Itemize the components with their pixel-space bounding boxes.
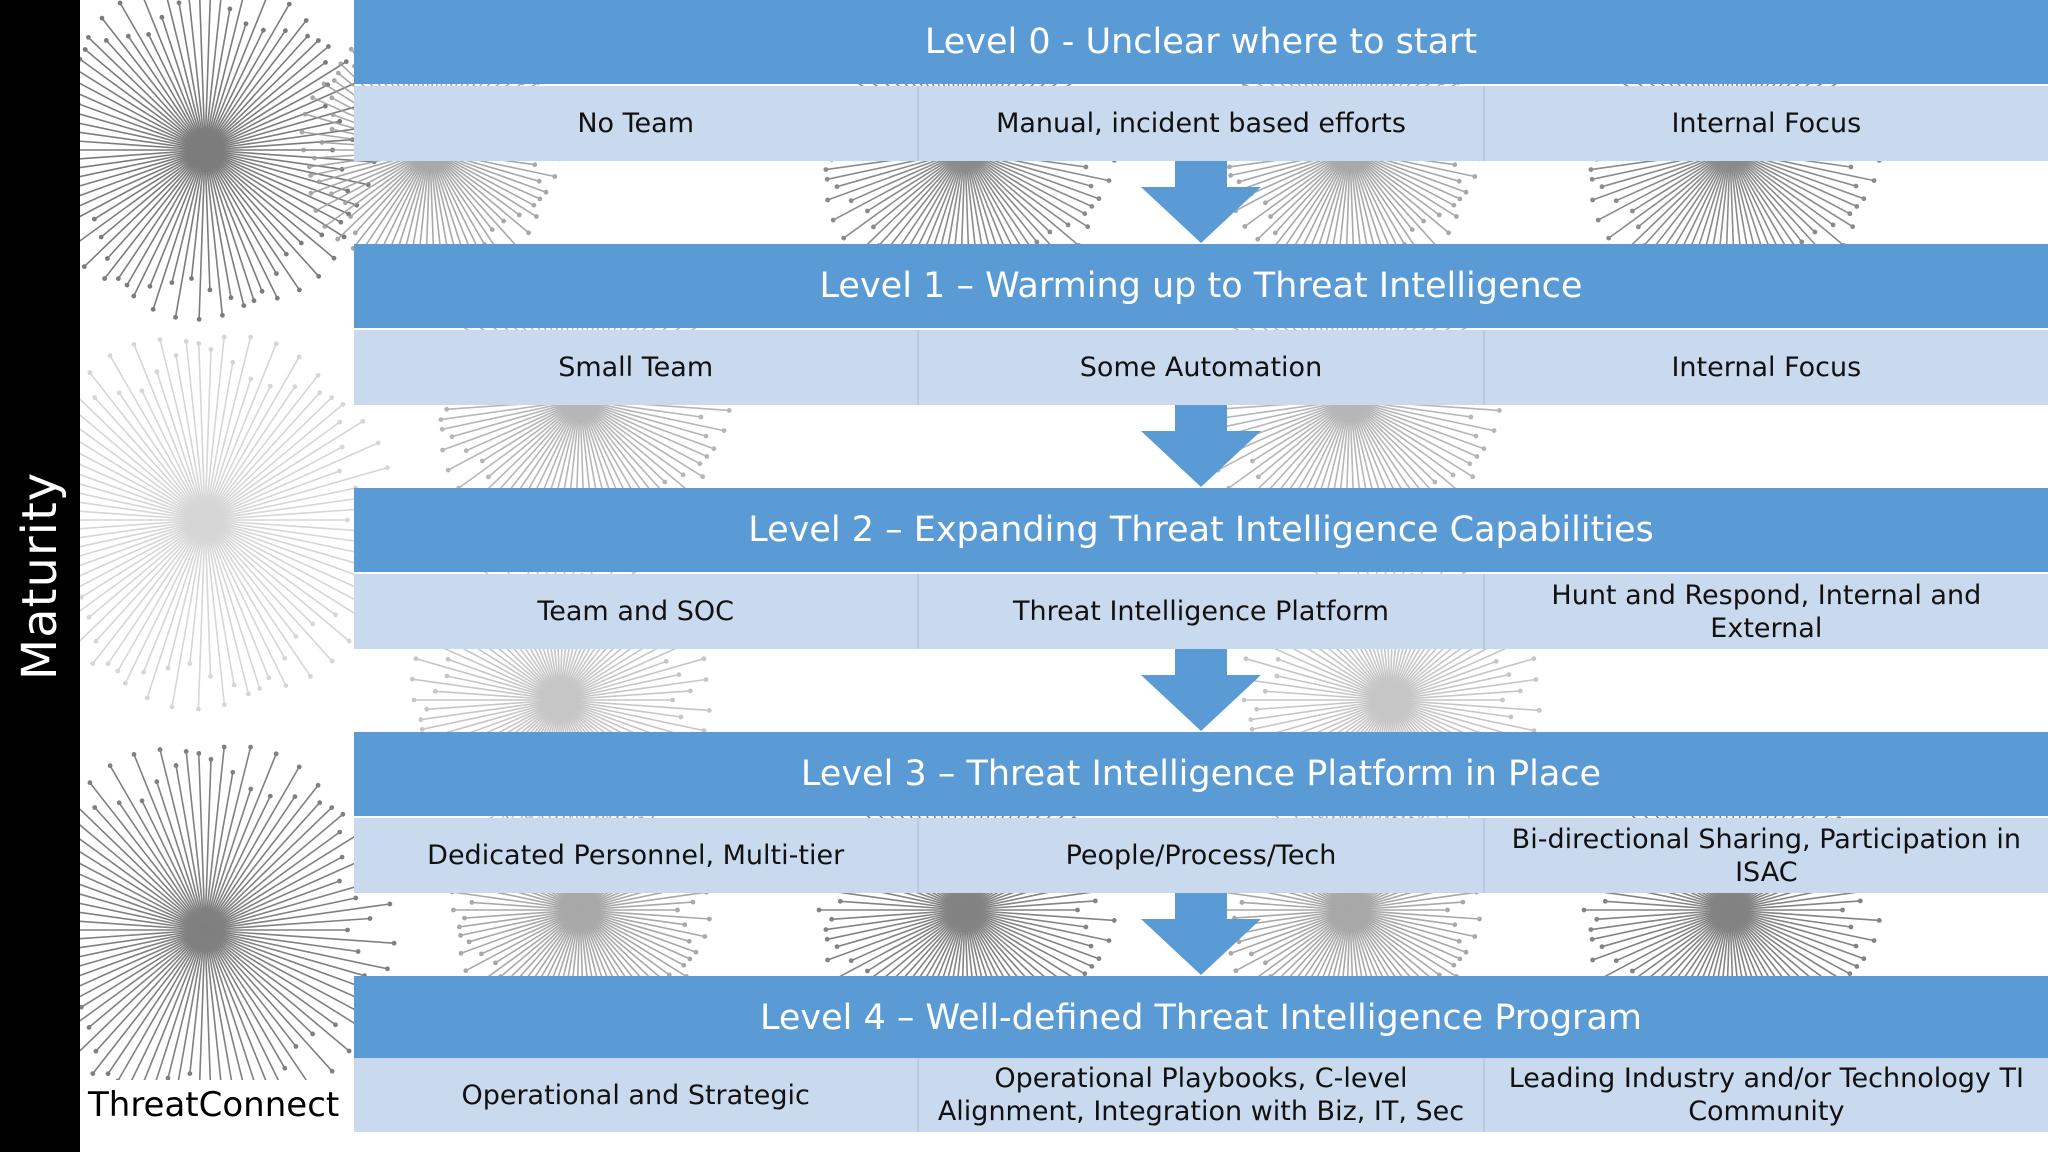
level-1-cell-process: Some Automation (919, 330, 1485, 405)
level-2-cell-focus: Hunt and Respond, Internal and External (1551, 579, 1982, 644)
level-0-row: No Team Manual, incident based efforts I… (354, 86, 2048, 161)
sidebar: Maturity (0, 0, 80, 1152)
level-3-title: Level 3 – Threat Intelligence Platform i… (354, 732, 2048, 816)
level-3-cell-team: Dedicated Personnel, Multi-tier (354, 818, 920, 893)
level-1-row: Small Team Some Automation Internal Focu… (354, 330, 2048, 405)
down-arrow-icon (1141, 161, 1261, 243)
level-2-row: Team and SOC Threat Intelligence Platfor… (354, 574, 2048, 649)
level-4-title: Level 4 – Well-defined Threat Intelligen… (354, 976, 2048, 1060)
level-1-cell-focus: Internal Focus (1671, 352, 1862, 383)
level-1-cell-team: Small Team (354, 330, 920, 405)
level-2-cell-team: Team and SOC (354, 574, 920, 649)
level-4-cell-team: Operational and Strategic (354, 1058, 920, 1132)
level-0-cell-focus: Internal Focus (1671, 108, 1862, 139)
level-0-cell-process: Manual, incident based efforts (919, 86, 1485, 161)
level-3-cell-focus: Bi-directional Sharing, Participation in… (1511, 823, 2021, 888)
level-2-cell-process: Threat Intelligence Platform (919, 574, 1485, 649)
down-arrow-icon (1141, 405, 1261, 487)
level-0-cell-team: No Team (354, 86, 920, 161)
level-1-title: Level 1 – Warming up to Threat Intellige… (354, 244, 2048, 328)
level-4-cell-focus: Leading Industry and/or Technology TI Co… (1508, 1063, 2024, 1127)
level-0-title: Level 0 - Unclear where to start (354, 0, 2048, 84)
level-4-row: Operational and Strategic Operational Pl… (354, 1058, 2048, 1132)
level-2-title: Level 2 – Expanding Threat Intelligence … (354, 488, 2048, 572)
down-arrow-icon (1141, 893, 1261, 975)
level-4-cell-process: Operational Playbooks, C-level Alignment… (919, 1058, 1485, 1132)
level-3-cell-process: People/Process/Tech (919, 818, 1485, 893)
down-arrow-icon (1141, 649, 1261, 731)
level-3-row: Dedicated Personnel, Multi-tier People/P… (354, 818, 2048, 893)
brand-logo-text: ThreatConnect (80, 1080, 339, 1130)
maturity-label: Maturity (12, 471, 68, 681)
